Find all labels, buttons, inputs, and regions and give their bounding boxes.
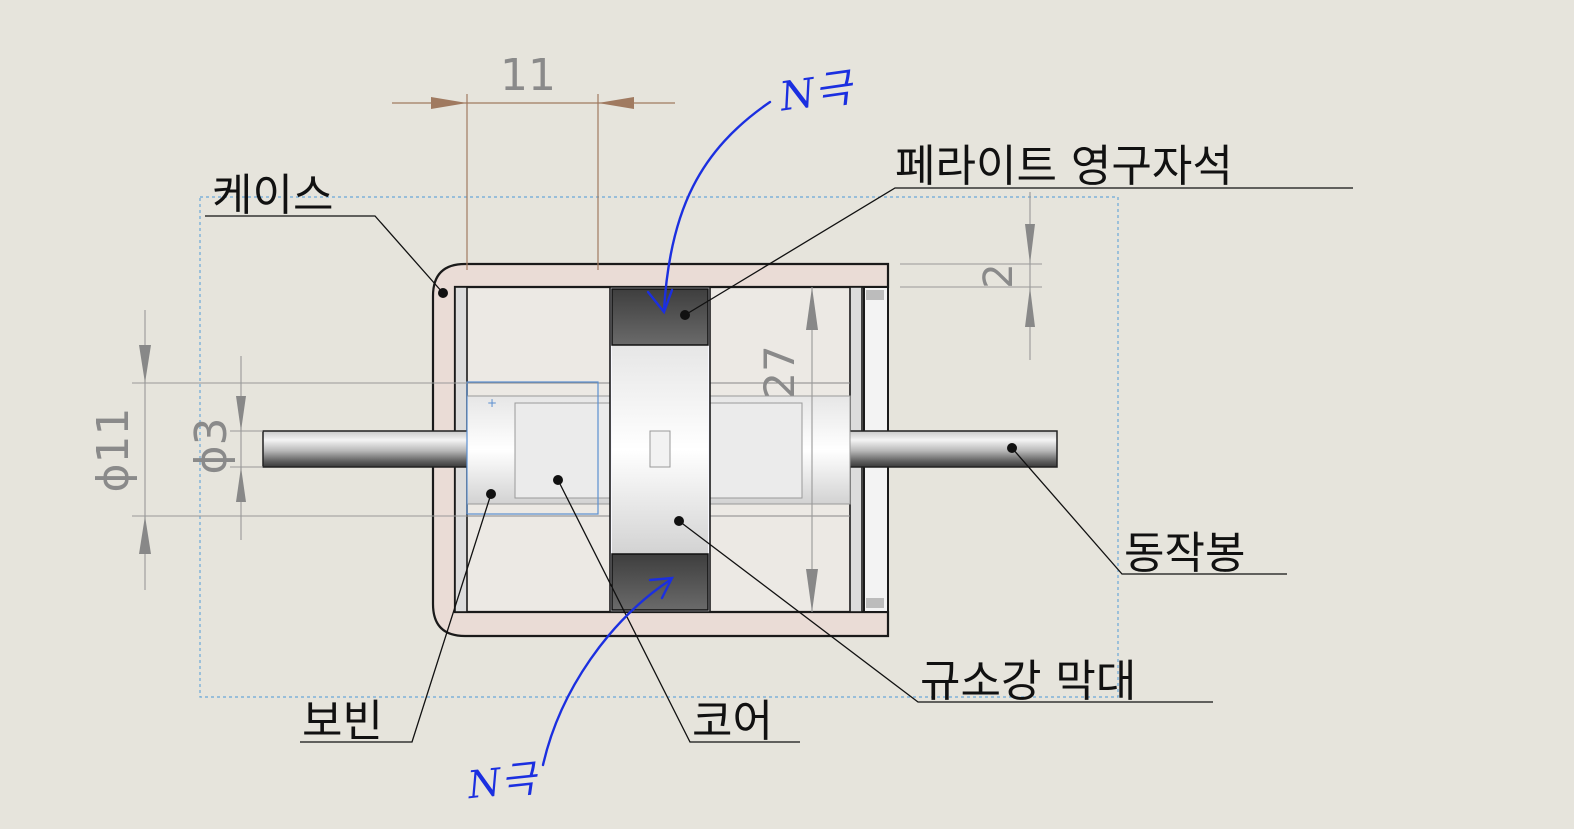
label-ferrite-magnet: 페라이트 영구자석 — [895, 141, 1233, 192]
label-actuator-rod: 동작봉 — [1124, 528, 1245, 579]
ferrite-magnet-top — [611, 288, 709, 346]
label-core: 코어 — [692, 696, 773, 747]
leader-bobbin — [300, 493, 492, 743]
ferrite-magnet-bottom — [611, 553, 709, 611]
case-wall — [431, 262, 890, 638]
dimension-dia-11 — [132, 310, 467, 590]
dimension-width-11 — [392, 94, 675, 270]
label-bobbin: 보빈 — [302, 696, 383, 747]
dimension-11-text: 11 — [500, 50, 556, 101]
leader-silicon — [678, 520, 1213, 703]
handwritten-pole-bottom: N극 — [465, 756, 541, 807]
selection-box — [199, 196, 1119, 698]
dimension-height-27 — [806, 287, 818, 612]
dimension-2-text: 2 — [976, 263, 1022, 288]
dimension-dia3-text: ϕ3 — [186, 417, 237, 474]
leader-core — [557, 479, 800, 743]
dimension-dia11-text: ϕ11 — [88, 407, 139, 492]
handwritten-pole-top: N극 — [776, 65, 858, 121]
leader-rod — [1011, 447, 1287, 575]
label-case: 케이스 — [212, 170, 333, 221]
core-selection-box — [466, 381, 599, 515]
dimension-27-text: 27 — [755, 345, 804, 398]
dimension-thickness-2 — [900, 192, 1042, 360]
leader-ferrite — [684, 187, 1353, 316]
leader-case — [205, 215, 444, 294]
pole-arrow-top — [662, 100, 772, 312]
dimension-dia-3 — [230, 356, 263, 540]
pole-arrow-bottom — [541, 578, 672, 767]
svg-text:+: + — [487, 396, 497, 410]
label-silicon-steel: 규소강 막대 — [920, 656, 1136, 707]
